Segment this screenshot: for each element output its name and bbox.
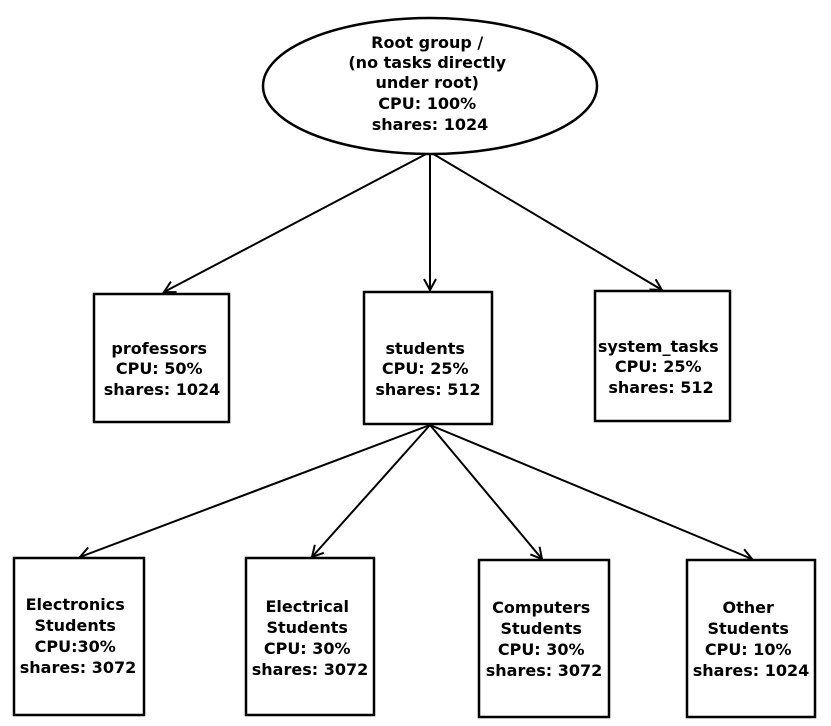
electrical-students-name-1: Electrical [265, 597, 349, 616]
system-tasks-name: system_tasks [598, 337, 719, 356]
root-group-node: Root group / (no tasks directly under ro… [261, 16, 599, 156]
other-students-name-1: Other [723, 598, 774, 617]
root-line-1: Root group / [371, 33, 483, 52]
root-node-text: Root group / (no tasks directly under ro… [348, 33, 511, 134]
professors-name: professors [111, 339, 207, 358]
edge-students-to-computers [429, 424, 542, 559]
computers-students-cpu: CPU: 30% [498, 640, 585, 659]
computers-students-node: Computers Students CPU: 30% shares: 3072 [477, 558, 611, 719]
other-students-name-2: Students [707, 619, 788, 638]
professors-node-text: professors CPU: 50% shares: 1024 [104, 339, 220, 399]
system-tasks-cpu: CPU: 25% [615, 357, 702, 376]
root-line-2: (no tasks directly [348, 53, 506, 72]
computers-students-name-1: Computers [492, 598, 590, 617]
system-tasks-node-text: system_tasks CPU: 25% shares: 512 [598, 337, 724, 397]
professors-cpu: CPU: 50% [116, 359, 203, 378]
professors-shares: shares: 1024 [104, 380, 220, 399]
computers-students-name-2: Students [500, 619, 581, 638]
edge-root-to-professors [164, 151, 431, 292]
other-students-cpu: CPU: 10% [705, 640, 792, 659]
edge-students-to-other [429, 424, 752, 559]
students-node: students CPU: 25% shares: 512 [362, 290, 494, 426]
electronics-students-node-text: Electronics Students CPU:30% shares: 307… [20, 595, 136, 677]
other-students-node: Other Students CPU: 10% shares: 1024 [685, 558, 817, 719]
root-cpu: CPU: 100% [378, 94, 476, 113]
other-students-node-text: Other Students CPU: 10% shares: 1024 [693, 598, 809, 680]
students-cpu: CPU: 25% [382, 359, 469, 378]
computers-students-shares: shares: 3072 [486, 661, 602, 680]
electronics-students-name-1: Electronics [26, 595, 125, 614]
electronics-students-cpu: CPU:30% [35, 637, 116, 656]
students-name: students [385, 339, 464, 358]
students-shares: shares: 512 [375, 380, 480, 399]
other-students-shares: shares: 1024 [693, 661, 809, 680]
students-node-text: students CPU: 25% shares: 512 [375, 339, 480, 399]
edge-root-to-system-tasks [429, 151, 662, 290]
edge-students-to-electronics [80, 424, 431, 557]
professors-node: professors CPU: 50% shares: 1024 [92, 292, 231, 424]
electronics-students-shares: shares: 3072 [20, 658, 136, 677]
computers-students-node-text: Computers Students CPU: 30% shares: 3072 [486, 598, 602, 680]
electrical-students-node: Electrical Students CPU: 30% shares: 307… [244, 556, 376, 717]
electrical-students-shares: shares: 3072 [252, 660, 368, 679]
root-line-3: under root) [376, 73, 479, 92]
electronics-students-node: Electronics Students CPU:30% shares: 307… [12, 556, 146, 717]
root-shares: shares: 1024 [372, 115, 488, 134]
system-tasks-shares: shares: 512 [608, 378, 713, 397]
edge-students-to-electrical [312, 424, 431, 557]
electrical-students-node-text: Electrical Students CPU: 30% shares: 307… [252, 597, 368, 679]
electrical-students-cpu: CPU: 30% [264, 639, 351, 658]
electronics-students-name-2: Students [34, 616, 115, 635]
system-tasks-node: system_tasks CPU: 25% shares: 512 [593, 289, 732, 423]
electrical-students-name-2: Students [266, 618, 347, 637]
